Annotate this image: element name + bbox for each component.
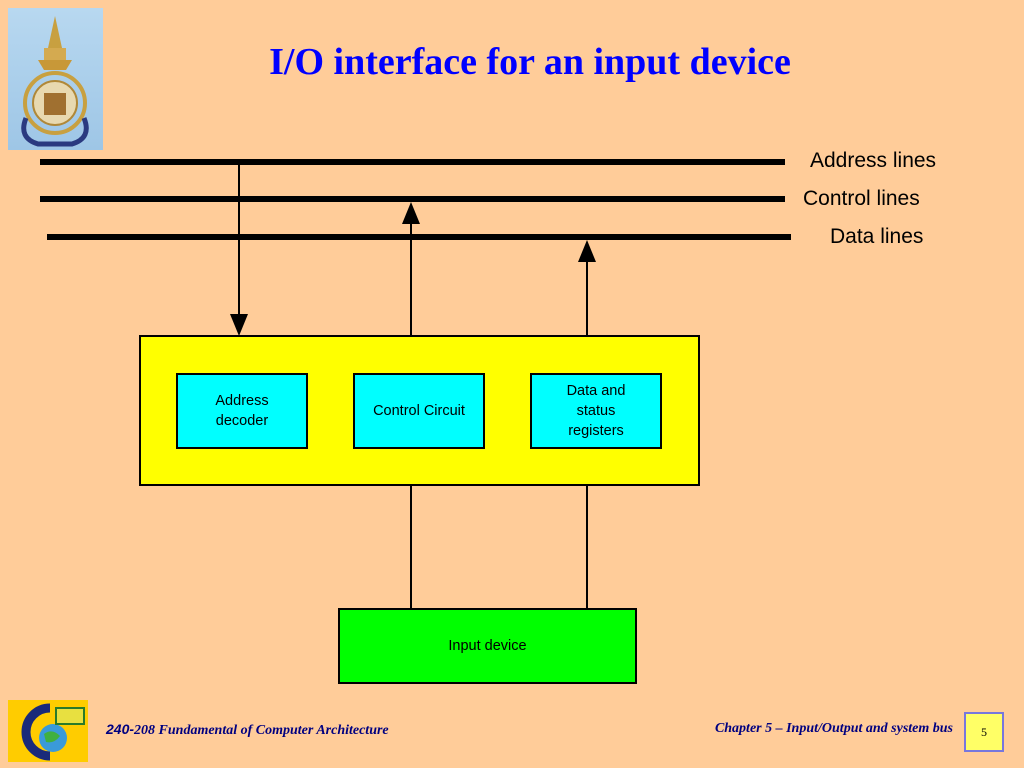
- data-status-registers-block: Data and status registers: [530, 373, 662, 449]
- page-number-text: 5: [981, 724, 987, 739]
- footer-chapter: Chapter 5 – Input/Output and system bus: [714, 721, 953, 736]
- footer-course-number: 240-: [106, 721, 135, 737]
- address-arrow: [230, 162, 248, 336]
- control-circuit-block: Control Circuit: [353, 373, 485, 449]
- faculty-logo: [8, 700, 88, 762]
- data-lines-label: Data lines: [830, 225, 924, 248]
- address-decoder-label: Address decoder: [215, 393, 269, 429]
- university-seal-logo: [8, 8, 103, 150]
- page-number: 5: [964, 712, 1004, 752]
- slide-title: I/O interface for an input device: [269, 41, 791, 83]
- footer-course: 240-208 Fundamental of Computer Architec…: [106, 721, 389, 739]
- control-circuit-label: Control Circuit: [373, 403, 465, 419]
- address-decoder-block: Address decoder: [176, 373, 308, 449]
- address-lines-label: Address lines: [810, 149, 937, 172]
- data-status-registers-label: Data and status registers: [566, 383, 626, 439]
- footer-course-title: 208 Fundamental of Computer Architecture: [134, 723, 389, 738]
- control-lines-label: Control lines: [803, 187, 920, 210]
- input-device-label: Input device: [448, 638, 527, 654]
- input-device-block: Input device: [338, 608, 637, 684]
